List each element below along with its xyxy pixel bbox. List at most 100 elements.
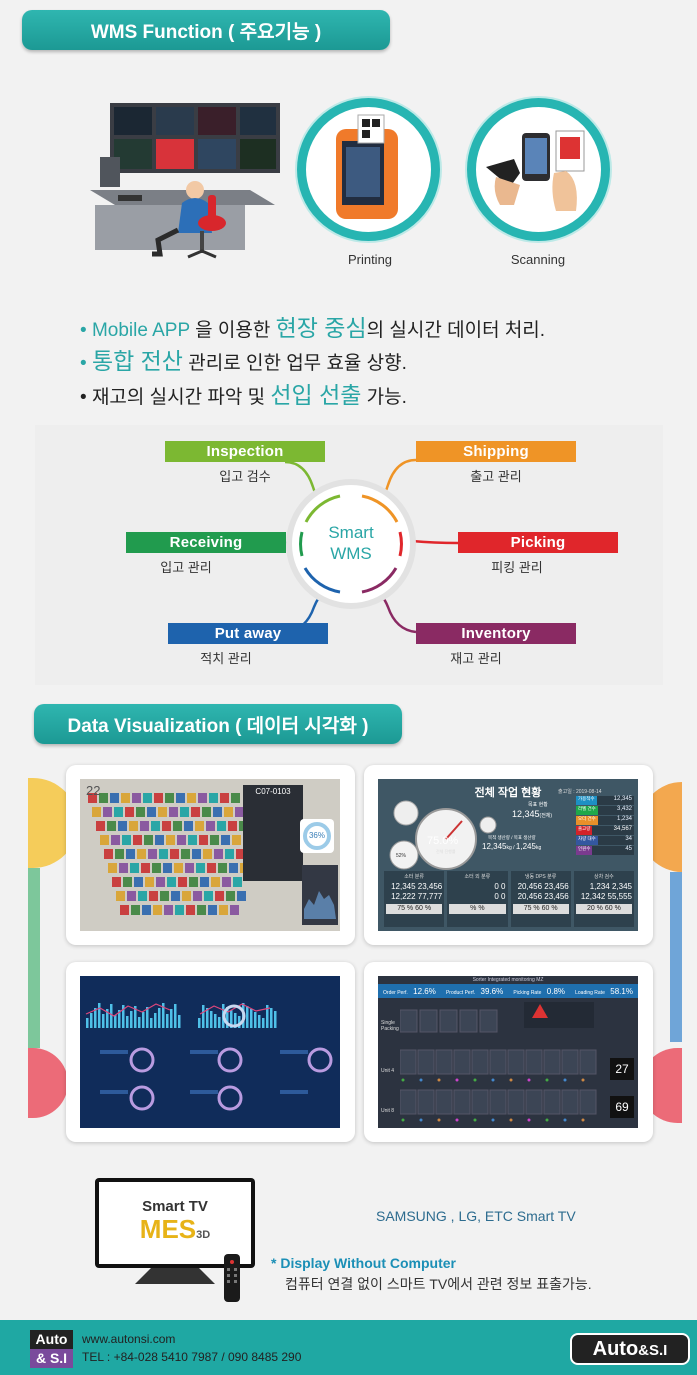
perf-bar [134, 1006, 137, 1028]
rack-block [122, 835, 131, 845]
tv-mes: MES [139, 1214, 197, 1244]
target-number: 12,345 [512, 809, 540, 819]
rack-block [131, 905, 140, 915]
rack-block [121, 793, 130, 803]
rack-block [167, 877, 176, 887]
perf-bar [170, 1009, 173, 1028]
perf-bar [174, 1004, 177, 1028]
perf-bar [94, 1008, 97, 1028]
stat-value: 3,432 [616, 806, 632, 812]
warehouse-3d-screen: 22 C07-0103 36% [80, 779, 340, 931]
rack-block [126, 849, 135, 859]
rack-block [180, 807, 189, 817]
work-cell-header: 소터 분류 [404, 874, 425, 880]
sorter-dot [491, 1118, 495, 1122]
warehouse-gauge-percent: 36% [308, 831, 325, 840]
rack-block [163, 863, 172, 873]
sorter-row-unit8: Unit 8 [381, 1108, 395, 1114]
sorter-cell [435, 1089, 453, 1115]
footer-website[interactable]: www.autonsi.com [82, 1332, 176, 1346]
rack-block [99, 793, 108, 803]
stat-value: 1,234 [616, 816, 632, 822]
perf-bar [114, 1015, 117, 1028]
rack-block [235, 807, 244, 817]
label-picking: Picking [458, 532, 618, 553]
perf-bar [162, 1003, 165, 1028]
note-description: 컴퓨터 연결 없이 스마트 TV에서 관련 정보 표출가능. [285, 1276, 592, 1292]
perf-bar [178, 1015, 181, 1028]
stat-value: 12,345 [613, 796, 632, 802]
work-cell-percents: 20 % 60 % [575, 904, 632, 914]
rack-block [103, 807, 112, 817]
bullet-mobile-app: • Mobile APP 을 이용한 현장 중심의 실시간 데이터 처리. [80, 309, 545, 343]
warehouse-racks-graphic [80, 779, 340, 931]
work-cell-header: 소터 외 분류 [464, 874, 491, 880]
sorter-cell [479, 1009, 498, 1033]
rack-block [132, 793, 141, 803]
production-unit1: kg / [506, 845, 516, 851]
sorter-title: Sorter Integrated monitoring MZ [472, 977, 544, 983]
sorter-cell [417, 1089, 435, 1115]
sorter-cell [489, 1089, 507, 1115]
brands-text: SAMSUNG , LG, ETC Smart TV [376, 1208, 576, 1224]
rack-block [191, 807, 200, 817]
rack-block [196, 863, 205, 873]
bullet-dot: • [80, 387, 87, 408]
sorter-cell [561, 1049, 579, 1075]
perf-bar [118, 1010, 121, 1028]
rack-block [160, 891, 169, 901]
perf-bar [126, 1016, 129, 1028]
rack-block [208, 905, 217, 915]
deco-green-left [28, 868, 40, 1048]
rack-block [220, 793, 229, 803]
perf-bar [214, 1014, 217, 1028]
control-room-illustration [90, 103, 280, 259]
bullet-text: 가능. [361, 387, 407, 408]
rack-block [197, 905, 206, 915]
sorter-cell [417, 1049, 435, 1075]
scanning-device-circle [467, 98, 610, 241]
sorter-dot [419, 1078, 423, 1082]
production-unit2: kg [535, 845, 542, 851]
target-unit: (전체) [539, 813, 553, 819]
wms-function-title: WMS Function ( 주요기능 ) [22, 10, 390, 50]
rack-block [202, 807, 211, 817]
sorter-dot [527, 1118, 531, 1122]
perf-bar [158, 1008, 161, 1028]
rack-block [181, 849, 190, 859]
rack-block [164, 905, 173, 915]
perf-bar [146, 1007, 149, 1028]
rack-block [125, 807, 134, 817]
rack-block [210, 835, 219, 845]
stat-key: 라벨 건수 [576, 806, 598, 815]
footer-brand-si: &S.I [638, 1342, 668, 1359]
sorter-kpi-value: 0.8% [546, 986, 566, 996]
perf-bar [154, 1013, 157, 1028]
sorter-cell [579, 1089, 597, 1115]
rack-block [209, 793, 218, 803]
rack-block [170, 849, 179, 859]
rack-block [127, 891, 136, 901]
rack-block [228, 821, 237, 831]
work-cell-row2: 12,342 55,555 [580, 892, 632, 901]
rack-block [233, 877, 242, 887]
sorter-dot [455, 1118, 459, 1122]
note-title: * Display Without Computer [271, 1255, 456, 1271]
target-label: 목표 현황 [528, 802, 548, 808]
tv-screen: Smart TV MES3D [99, 1182, 251, 1264]
rack-block [155, 835, 164, 845]
rack-block [114, 807, 123, 817]
rack-block [213, 807, 222, 817]
rack-block [144, 835, 153, 845]
rack-block [221, 835, 230, 845]
rack-block [104, 849, 113, 859]
rack-block [203, 849, 212, 859]
bullet-dot: • [80, 320, 87, 341]
work-cell-row1: 12,345 23,456 [391, 882, 443, 891]
perf-field [100, 1050, 128, 1054]
perf-ring [307, 1047, 333, 1073]
rack-block [96, 821, 105, 831]
